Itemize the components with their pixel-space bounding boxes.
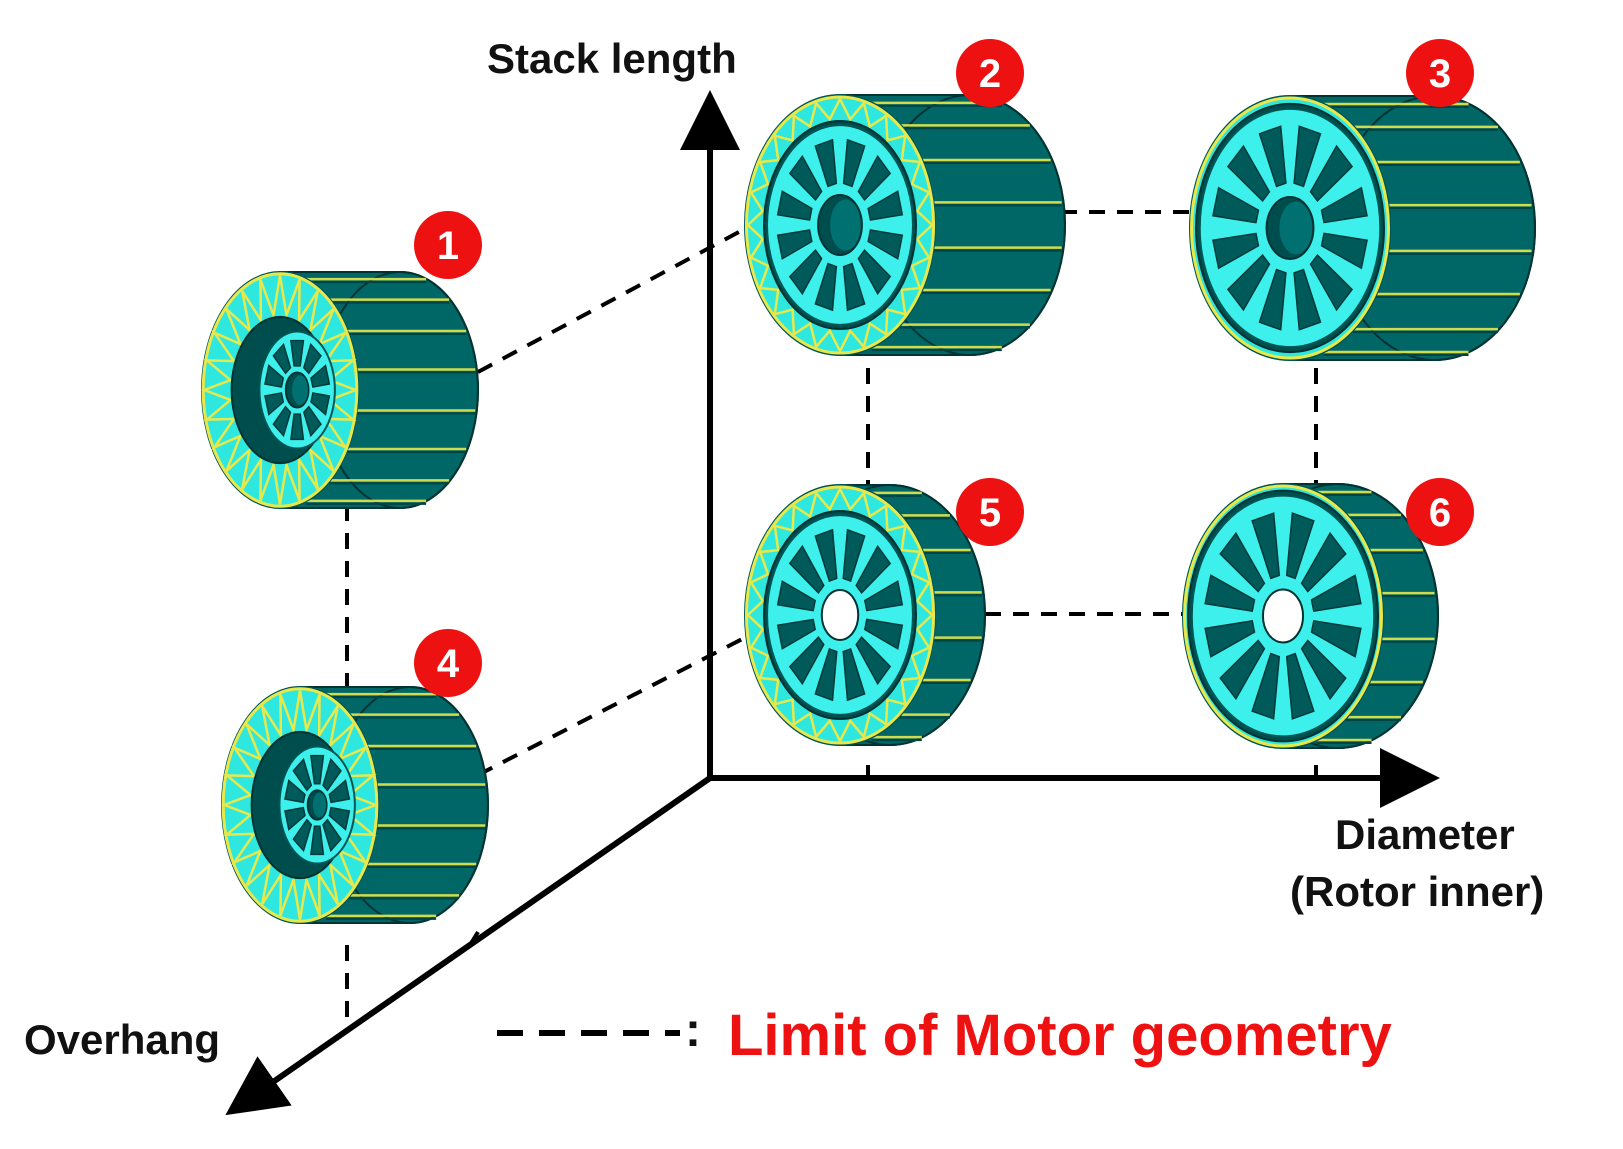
axes xyxy=(225,90,1440,1116)
motor-5 xyxy=(744,484,986,746)
rotor xyxy=(1190,494,1376,738)
motor-6 xyxy=(1182,483,1439,749)
rotor-hub xyxy=(820,589,860,641)
badge-6: 6 xyxy=(1406,478,1474,546)
badge-number: 4 xyxy=(437,642,460,686)
motor-3 xyxy=(1189,95,1536,361)
badge-4: 4 xyxy=(414,629,482,697)
motors xyxy=(200,94,1536,924)
rotor xyxy=(1198,107,1382,349)
motor-2 xyxy=(744,94,1066,356)
badge-5: 5 xyxy=(956,478,1024,546)
badge-circle xyxy=(1406,478,1474,546)
badge-circle xyxy=(414,211,482,279)
badge-number: 1 xyxy=(437,224,459,268)
overhang-axis xyxy=(225,775,712,1116)
badge-circle xyxy=(956,478,1024,546)
rotor-inner-label: (Rotor inner) xyxy=(1290,868,1544,915)
badge-circle xyxy=(1406,39,1474,107)
badge-1: 1 xyxy=(414,211,482,279)
badges: 1 2 3 4 5 6 xyxy=(414,39,1474,697)
axis-ticks xyxy=(468,930,480,947)
limit-line-1-2 xyxy=(477,216,766,374)
limit-line-4-5 xyxy=(477,633,751,777)
badge-circle xyxy=(414,629,482,697)
overhang-label: Overhang xyxy=(24,1016,220,1063)
legend: : Limit of Motor geometry xyxy=(497,1003,1392,1068)
rotor-hub xyxy=(1261,588,1305,644)
rotor xyxy=(278,745,356,865)
rotor xyxy=(258,330,336,450)
badge-number: 5 xyxy=(979,491,1001,535)
legend-text: Limit of Motor geometry xyxy=(728,1003,1392,1068)
badge-3: 3 xyxy=(1406,39,1474,107)
badge-circle xyxy=(956,39,1024,107)
diameter-label: Diameter xyxy=(1335,811,1515,858)
stack-length-label: Stack length xyxy=(487,35,737,82)
badge-number: 6 xyxy=(1429,491,1451,535)
legend-colon: : xyxy=(685,1004,701,1057)
rotor xyxy=(766,514,914,716)
motor-4 xyxy=(220,686,489,924)
badge-2: 2 xyxy=(956,39,1024,107)
rotor xyxy=(766,124,914,326)
badge-number: 2 xyxy=(979,52,1001,96)
badge-number: 3 xyxy=(1429,52,1451,96)
motor-1 xyxy=(200,271,479,509)
